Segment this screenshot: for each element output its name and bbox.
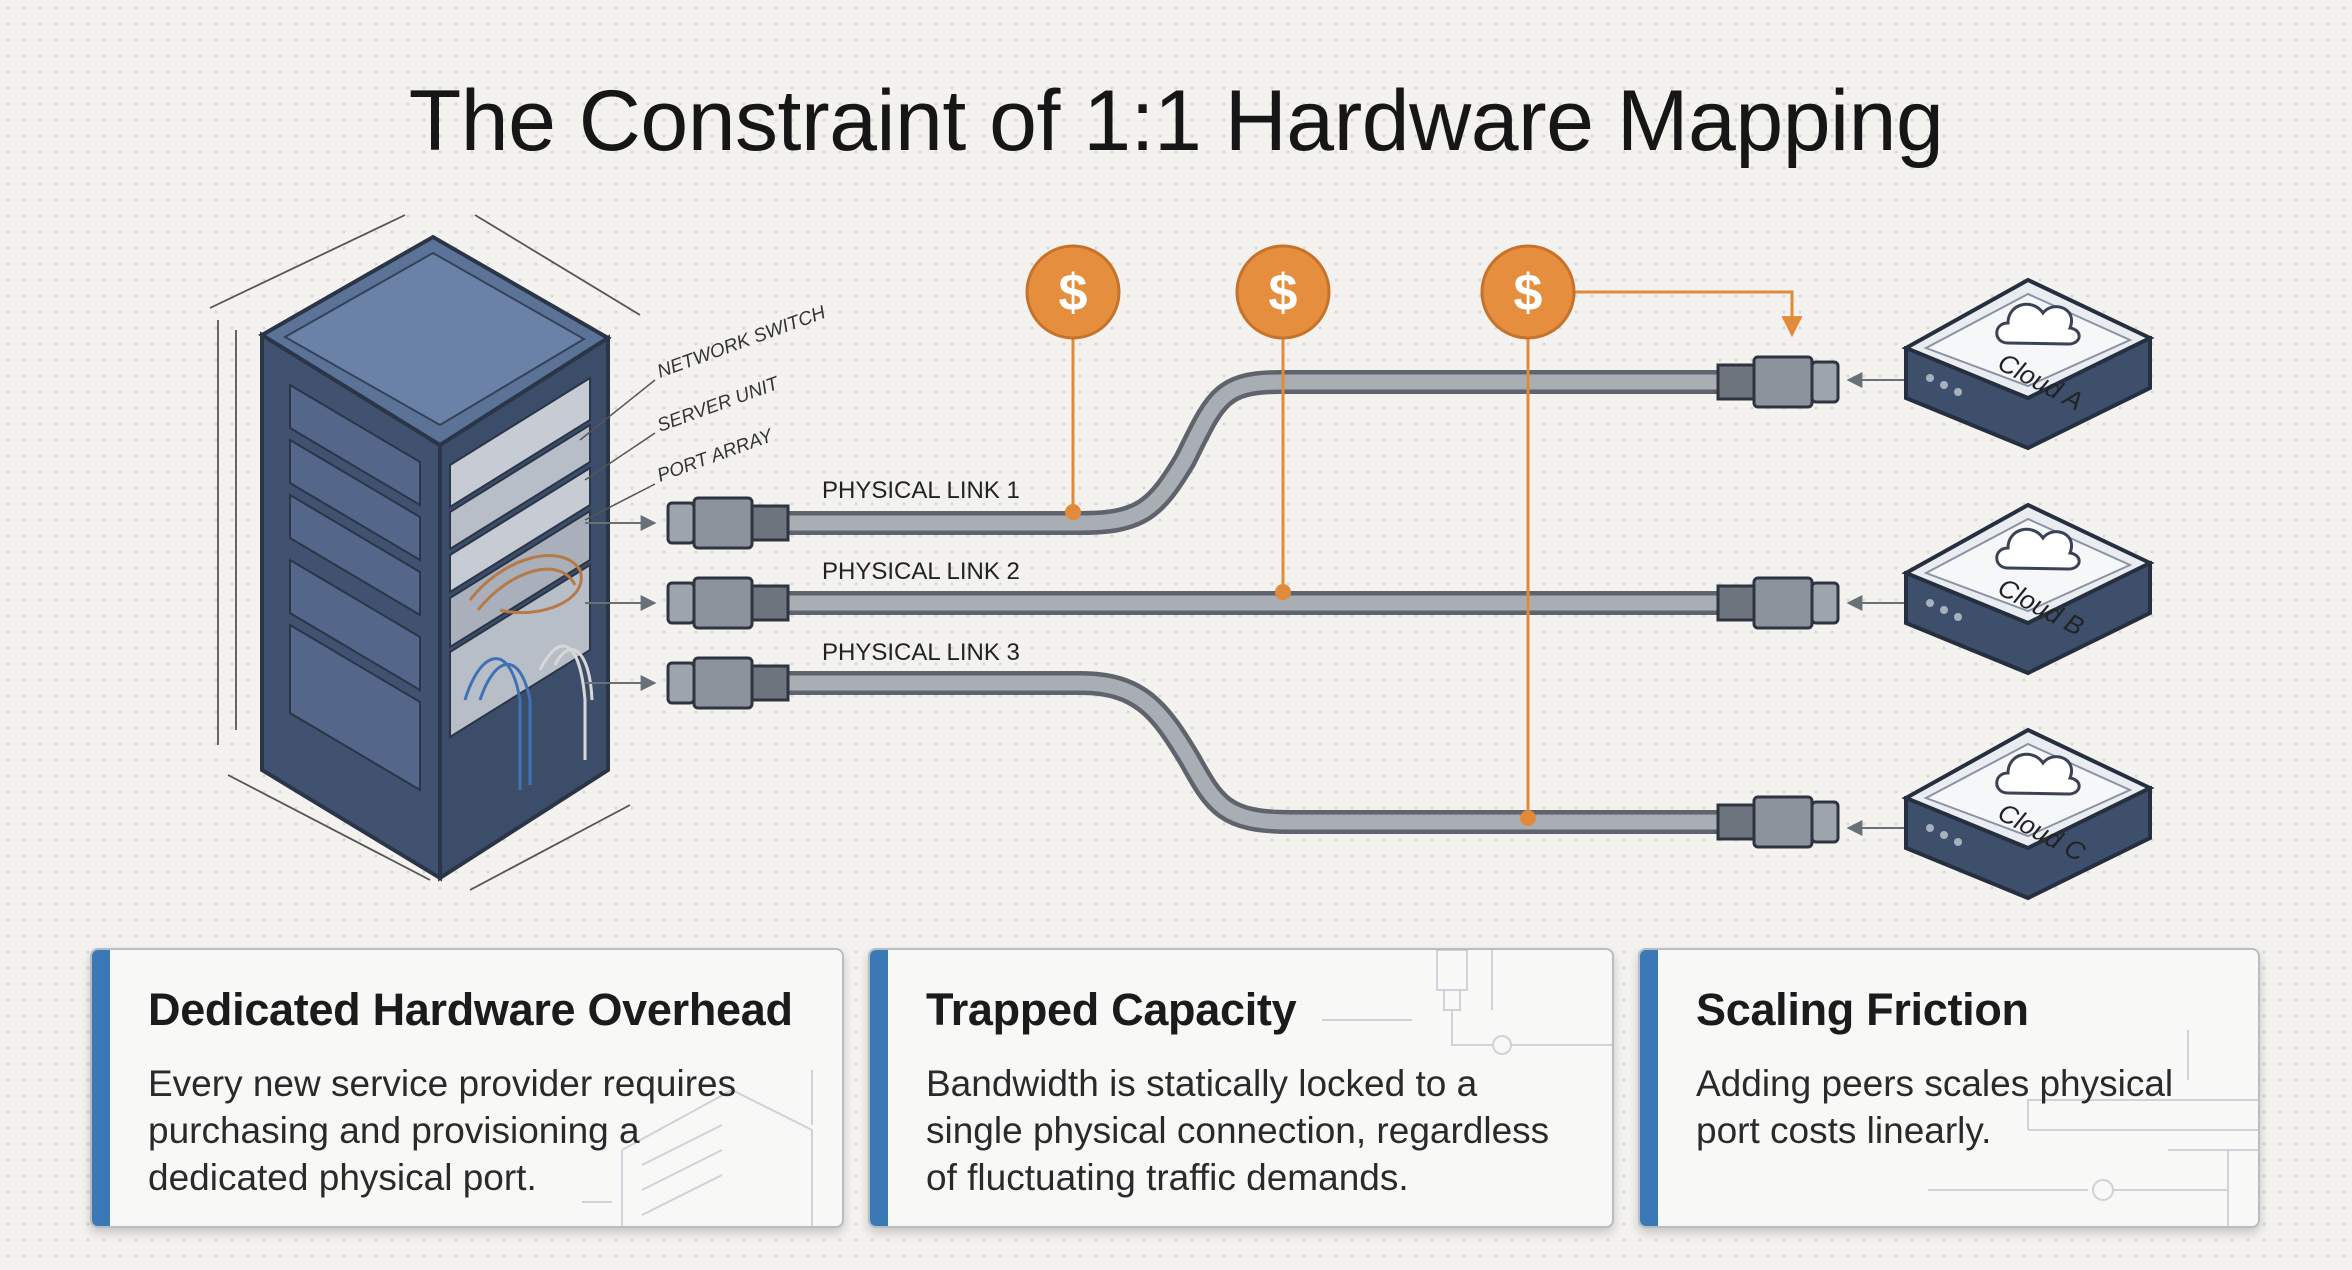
card-accent-bar: [870, 950, 888, 1226]
cloud-c: Cloud C: [1901, 727, 2155, 901]
card-hardware-overhead: Dedicated Hardware Overhead Every new se…: [90, 948, 844, 1228]
card-body: Every new service provider requires purc…: [148, 1060, 736, 1201]
rack-label-switch: NETWORK SWITCH: [655, 302, 829, 382]
card-accent-bar: [1640, 950, 1658, 1226]
card-body: Bandwidth is statically locked to a sing…: [926, 1060, 1549, 1201]
card-line: of fluctuating traffic demands.: [926, 1157, 1409, 1198]
diagram-canvas: NETWORK SWITCH SERVER UNIT PORT ARRAY: [209, 214, 2155, 901]
cloud-icon: [1995, 302, 2081, 346]
cost-marker-1: $: [1025, 244, 1121, 340]
rack-label-ports: PORT ARRAY: [655, 425, 777, 487]
cost-marker-3: $: [1480, 244, 1576, 340]
card-sketch: [1322, 950, 1612, 1055]
cloud-a: Cloud A: [1901, 277, 2155, 451]
cloud-icon: [1995, 527, 2081, 571]
cost-marker-2: $: [1235, 244, 1331, 340]
card-line: Bandwidth is statically locked to a: [926, 1063, 1478, 1104]
dollar-icon: $: [1514, 264, 1543, 322]
link-label-2: PHYSICAL LINK 2: [822, 558, 1020, 585]
card-line: dedicated physical port.: [148, 1157, 537, 1198]
card-accent-bar: [92, 950, 110, 1226]
card-sketch: [582, 1070, 813, 1226]
connector-right-group: [1716, 355, 1840, 849]
server-rack-icon: NETWORK SWITCH SERVER UNIT PORT ARRAY: [209, 214, 829, 891]
dollar-icon: $: [1269, 264, 1298, 322]
card-line: purchasing and provisioning a: [148, 1110, 640, 1151]
card-scaling-friction: Scaling Friction Adding peers scales phy…: [1638, 948, 2260, 1228]
card-sketch: [1928, 1030, 2258, 1226]
cloud-b: Cloud B: [1901, 502, 2155, 676]
card-title: Trapped Capacity: [926, 984, 1297, 1035]
connector-left-group: [666, 496, 790, 710]
page-title: The Constraint of 1:1 Hardware Mapping: [408, 73, 1944, 169]
card-body: Adding peers scales physical port costs …: [1696, 1060, 2173, 1154]
link-label-3: PHYSICAL LINK 3: [822, 639, 1020, 666]
card-trapped-capacity: Trapped Capacity Bandwidth is statically…: [868, 948, 1614, 1228]
cloud-icon: [1995, 752, 2081, 796]
card-title: Dedicated Hardware Overhead: [148, 984, 793, 1035]
card-line: Every new service provider requires: [148, 1063, 737, 1104]
card-line: port costs linearly.: [1696, 1110, 1992, 1151]
card-line: Adding peers scales physical: [1696, 1063, 2174, 1104]
card-line: single physical connection, regardless: [926, 1110, 1550, 1151]
card-title: Scaling Friction: [1696, 984, 2029, 1035]
link-label-1: PHYSICAL LINK 1: [822, 477, 1020, 504]
dollar-icon: $: [1059, 264, 1088, 322]
